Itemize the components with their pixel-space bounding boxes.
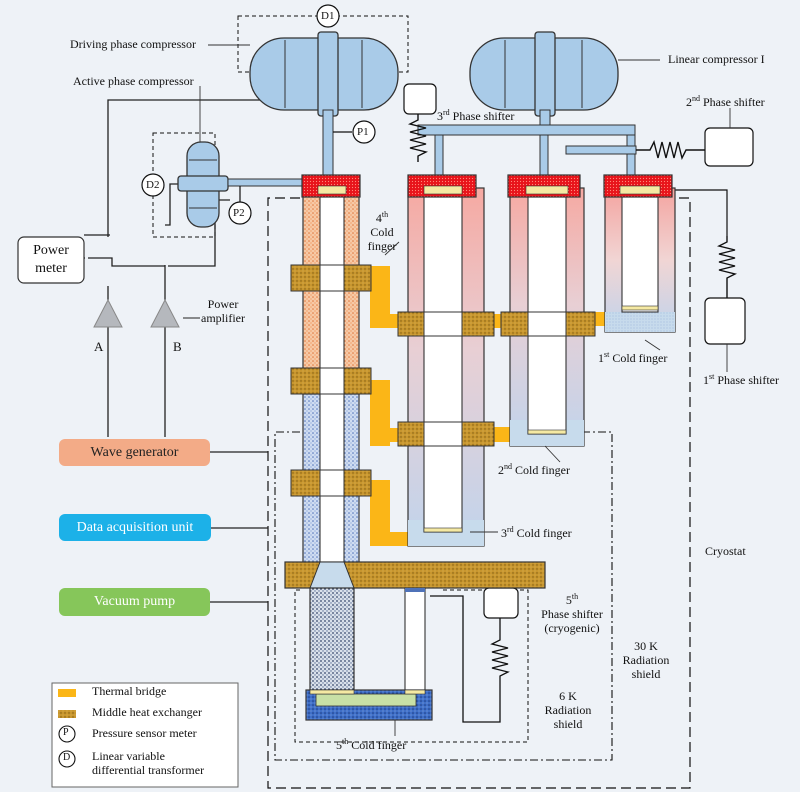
cold-finger-1-shape: [604, 185, 676, 333]
active-phase-compressor: [177, 141, 229, 228]
vacuum-pump-box: Vacuum pump: [59, 588, 210, 616]
legend-pressure-label: Pressure sensor meter: [92, 726, 197, 740]
legend-pressure-symbol: P: [63, 727, 69, 738]
middle-heat-exchangers: [290, 264, 596, 497]
cold-plate: [284, 561, 546, 589]
cold-finger-5-label: 5th Cold finger: [336, 737, 407, 752]
p1-label: P1: [357, 126, 369, 138]
cryostat-outline: [267, 197, 691, 789]
d2-label: D2: [146, 179, 160, 191]
linear-compressor: [469, 31, 619, 117]
amplifier-a-icon: [93, 298, 123, 328]
phase-shifter-1: [672, 189, 746, 345]
d1-sensor: [316, 4, 340, 28]
legend-hx-label: Middle heat exchanger: [92, 705, 202, 719]
sensor-symbols: [141, 4, 376, 225]
p2-label: P2: [233, 207, 245, 219]
cryostat-label: Cryostat: [705, 544, 746, 558]
driving-phase-compressor: [249, 31, 399, 117]
linear-compressor-label: Linear compressor I: [668, 52, 765, 66]
d2-sensor: [141, 173, 165, 197]
legend-pressure-icon: [58, 725, 76, 743]
legend-lvdt-symbol: D: [63, 752, 71, 763]
wave-generator-box: Wave generator: [59, 439, 210, 466]
phase-shifter-3: [403, 83, 437, 162]
d1-label: D1: [321, 10, 335, 22]
power-meter-box: [17, 236, 85, 284]
active-compressor-label: Active phase compressor: [73, 74, 194, 88]
phase-shifter-5: [430, 587, 519, 723]
cold-finger-2-label: 2nd Cold finger: [498, 462, 570, 477]
shield-30k-outline: [274, 431, 613, 761]
warm-flanges: [301, 174, 673, 198]
phase-shifter-2-label: 2nd Phase shifter: [686, 94, 765, 109]
leader-lines: [199, 44, 731, 736]
cold-finger-3-label: 3rd Cold finger: [501, 525, 572, 540]
phase-shifter-2: [636, 127, 754, 167]
legend-hx-swatch: [58, 710, 76, 718]
amplifier-a-label: A: [94, 339, 104, 354]
legend-lvdt-icon: [58, 750, 76, 768]
p2-sensor: [228, 201, 252, 225]
phase-shifter-3-label: 3rd Phase shifter: [437, 108, 515, 123]
cold-finger-3-shape: [407, 185, 485, 547]
daq-box: Data acquisition unit: [59, 514, 211, 541]
legend-box: [51, 682, 239, 788]
legend-thermal-bridge-label: Thermal bridge: [92, 684, 167, 698]
amplifier-b-label: B: [173, 339, 182, 354]
amplifier-b-icon: [150, 298, 180, 328]
cold-finger-1-label: 1st Cold finger: [598, 350, 668, 365]
driving-compressor-label: Driving phase compressor: [70, 37, 196, 51]
wires: [84, 99, 320, 603]
p1-sensor: [352, 120, 376, 144]
cold-finger-5-shape: [305, 587, 433, 721]
phase-shifter-1-label: 1st Phase shifter: [703, 372, 779, 387]
legend-thermal-bridge-swatch: [58, 689, 76, 697]
